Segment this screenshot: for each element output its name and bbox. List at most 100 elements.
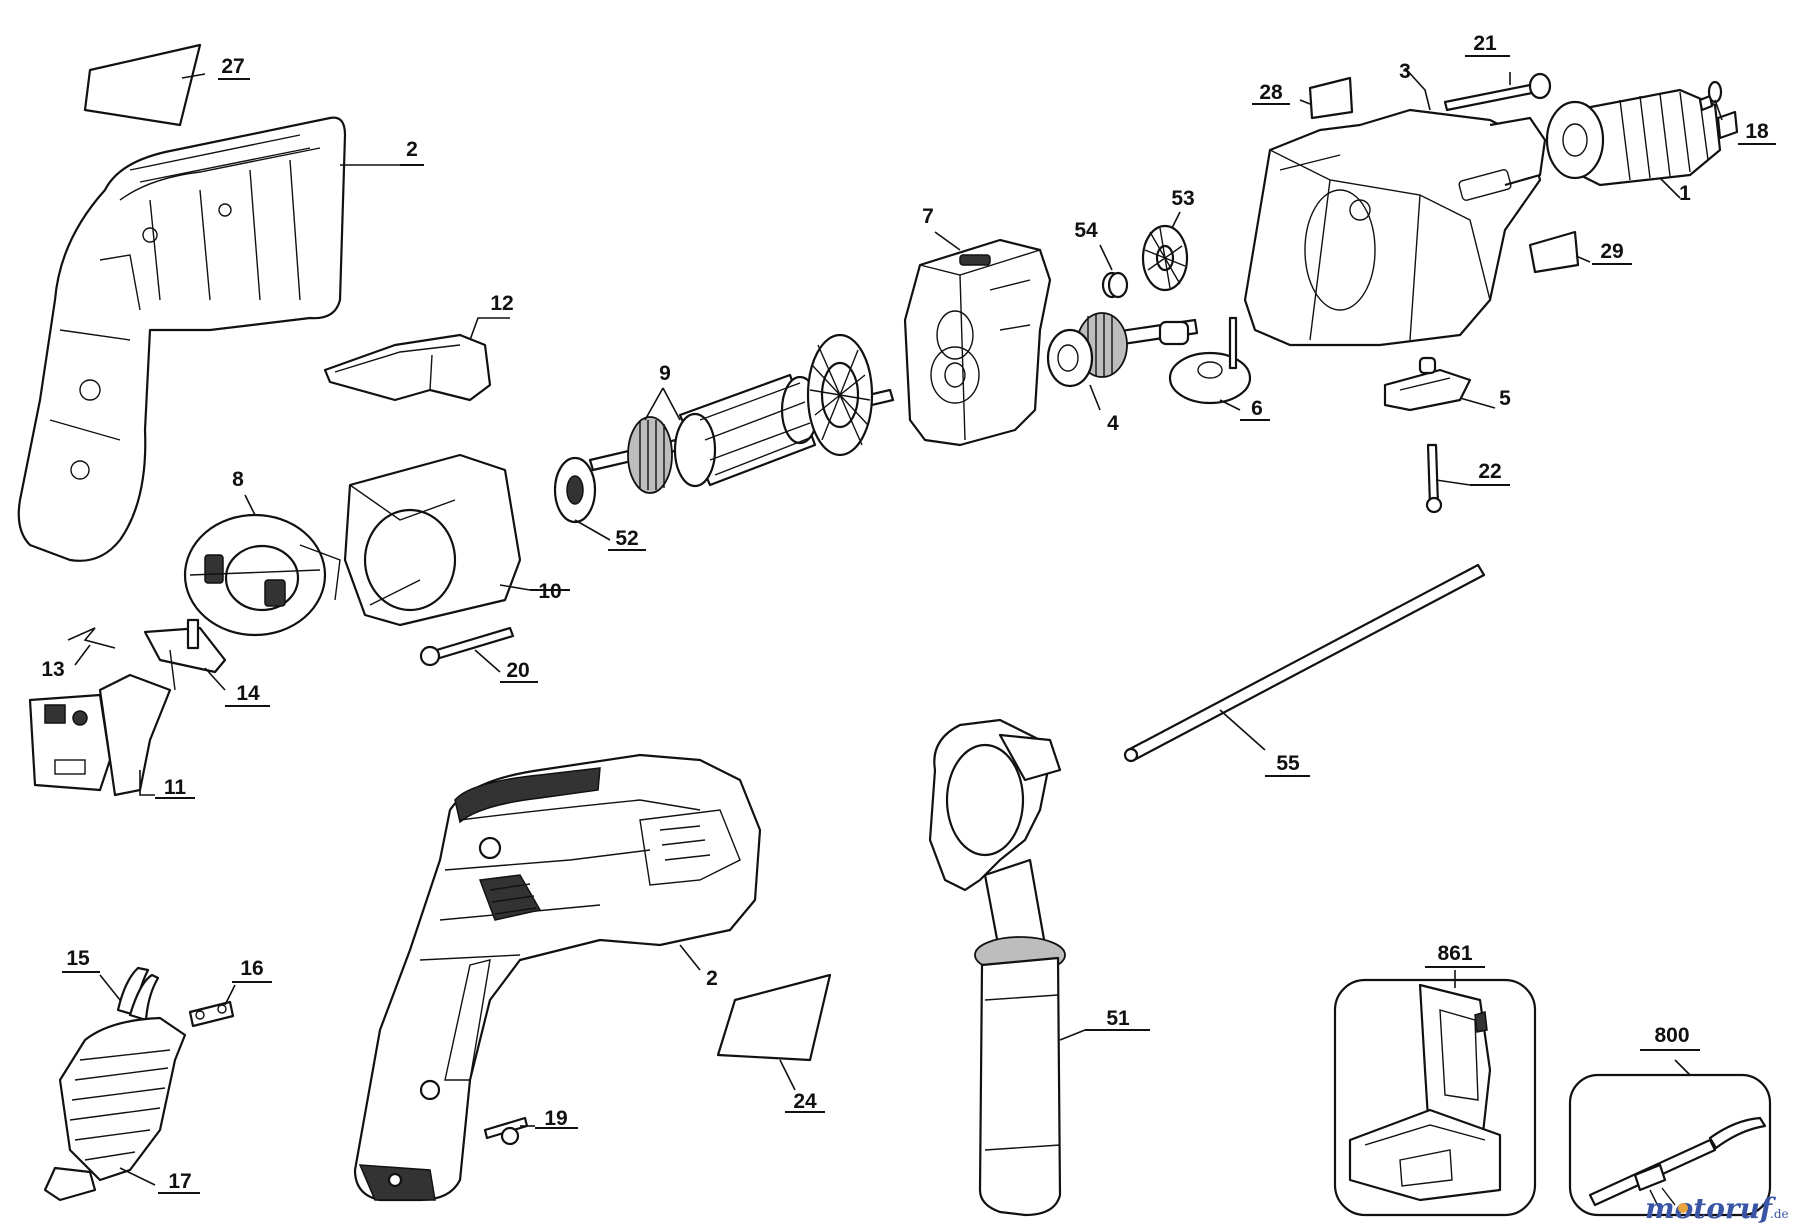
svg-text:24: 24 [793,1090,817,1113]
svg-text:21: 21 [1473,32,1497,55]
part-8-end-bell [183,494,341,637]
part-52-bearing [553,456,611,541]
part-54-spring [1099,244,1129,299]
part-24-sticker [716,973,832,1091]
svg-text:13: 13 [41,658,64,681]
label-15: 15 [62,947,100,973]
svg-text:.de: .de [1770,1207,1789,1221]
part-800-chuck-key [1568,1059,1772,1217]
svg-text:11: 11 [164,776,187,799]
part-6-disc [1168,316,1252,411]
label-14: 14 [225,682,270,707]
part-28-sticker [1299,76,1354,120]
label-21: 21 [1465,32,1510,57]
svg-text:861: 861 [1437,942,1472,965]
part-14-bracket [143,618,227,691]
label-2-assembled: 2 [706,967,718,990]
svg-text:14: 14 [236,682,260,705]
label-12: 12 [490,292,513,315]
label-13: 13 [41,658,64,681]
part-17-cord-protector [43,1016,187,1202]
svg-text:17: 17 [168,1170,191,1193]
watermark-dot-icon [1678,1203,1688,1213]
label-19: 19 [535,1107,578,1130]
part-1-chuck [1545,88,1739,199]
svg-text:29: 29 [1600,240,1623,263]
label-27: 27 [218,55,250,80]
part-51-side-handle [928,718,1086,1217]
label-54: 54 [1074,219,1098,242]
label-6: 6 [1240,397,1270,421]
part-861-carry-case [1333,970,1537,1217]
svg-text:2: 2 [706,967,718,990]
svg-text:15: 15 [66,947,90,970]
svg-text:51: 51 [1106,1007,1130,1030]
part-2-housing-half [17,116,400,562]
label-861: 861 [1425,942,1485,968]
label-17: 17 [158,1170,200,1194]
watermark-logo: motoruf .de [1645,1192,1789,1225]
part-15-power-cord [99,966,160,1022]
part-2-assembled-drill [353,753,762,1202]
part-10-field [343,453,531,627]
part-27-label-sticker [83,43,206,127]
svg-text:19: 19 [544,1107,567,1130]
part-22-screw [1425,443,1471,514]
part-12-brush-cover [323,317,510,402]
part-3-gear-housing [1243,67,1547,347]
svg-text:5: 5 [1499,387,1511,410]
part-13-spring-clip [67,627,116,666]
svg-text:54: 54 [1074,219,1098,242]
svg-text:2: 2 [406,138,418,161]
svg-text:1: 1 [1679,182,1691,205]
part-20-screw [419,626,515,673]
svg-text:motoruf: motoruf [1645,1192,1777,1225]
label-4: 4 [1107,412,1119,435]
label-55: 55 [1265,752,1310,777]
svg-text:12: 12 [490,292,513,315]
part-11-switch [28,673,172,797]
svg-text:8: 8 [232,468,244,491]
svg-text:4: 4 [1107,412,1119,435]
label-1: 1 [1679,182,1691,205]
svg-text:52: 52 [615,527,638,550]
svg-text:6: 6 [1251,397,1263,420]
part-21-rod [1443,72,1552,112]
part-16-cord-clamp [188,984,236,1028]
label-29: 29 [1592,240,1632,265]
label-53: 53 [1171,187,1194,210]
label-51: 51 [1085,1007,1150,1031]
label-800: 800 [1640,1024,1700,1051]
svg-text:3: 3 [1399,60,1411,83]
label-7: 7 [922,205,934,228]
svg-text:22: 22 [1478,460,1501,483]
label-24: 24 [785,1090,825,1113]
label-3: 3 [1399,60,1411,83]
svg-text:55: 55 [1276,752,1300,775]
svg-text:53: 53 [1171,187,1194,210]
label-8: 8 [232,468,244,491]
svg-text:16: 16 [240,957,263,980]
label-20: 20 [500,659,538,683]
label-2-housing: 2 [400,138,424,166]
label-22: 22 [1470,460,1510,486]
label-52: 52 [608,527,646,551]
label-10: 10 [530,580,570,603]
svg-text:9: 9 [659,362,671,385]
label-11: 11 [155,776,195,799]
svg-text:800: 800 [1654,1024,1689,1047]
svg-text:10: 10 [538,580,561,603]
label-16: 16 [232,957,272,983]
svg-text:18: 18 [1745,120,1769,143]
part-18-screw [1698,80,1723,121]
label-28: 28 [1252,81,1290,105]
label-9: 9 [659,362,671,385]
part-5-selector-knob [1383,356,1496,412]
part-19-screw [483,1116,535,1146]
part-53-clutch-washer [1141,211,1189,292]
part-29-sticker [1528,230,1591,274]
part-4-gear-shaft [1046,312,1199,411]
part-9-armature [588,333,895,494]
svg-text:7: 7 [922,205,934,228]
